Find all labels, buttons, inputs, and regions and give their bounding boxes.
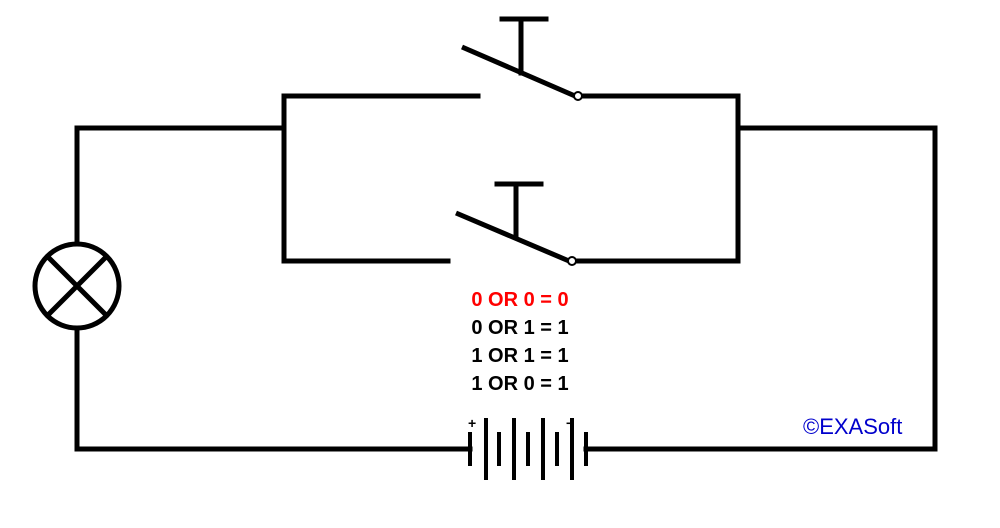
parallel-branch: [281, 93, 741, 264]
truth-row: 1 OR 1 = 1: [471, 345, 569, 367]
truth-row: 0 OR 1 = 1: [471, 317, 569, 339]
branch-left-wire: [281, 93, 481, 264]
main-circuit-wire: [74, 125, 938, 452]
battery-positive-label: +: [468, 415, 477, 431]
truth-row: 1 OR 0 = 1: [471, 373, 569, 395]
wire-bottom-left: [74, 325, 473, 452]
switch-b-icon[interactable]: [455, 181, 577, 266]
battery-negative-label: −: [566, 415, 575, 431]
truth-row: 0 OR 0 = 0: [471, 289, 569, 311]
wire-right-loop: [583, 125, 938, 452]
battery-icon: [468, 418, 588, 480]
branch-right-wire: [571, 93, 741, 264]
lamp-icon: [32, 241, 122, 331]
wire-top-left: [74, 125, 287, 247]
copyright-label: ©EXASoft: [803, 414, 903, 439]
switch-a-icon[interactable]: [461, 16, 583, 101]
truth-table: 0 OR 0 = 0 0 OR 1 = 1 1 OR 1 = 1 1 OR 0 …: [420, 286, 620, 398]
